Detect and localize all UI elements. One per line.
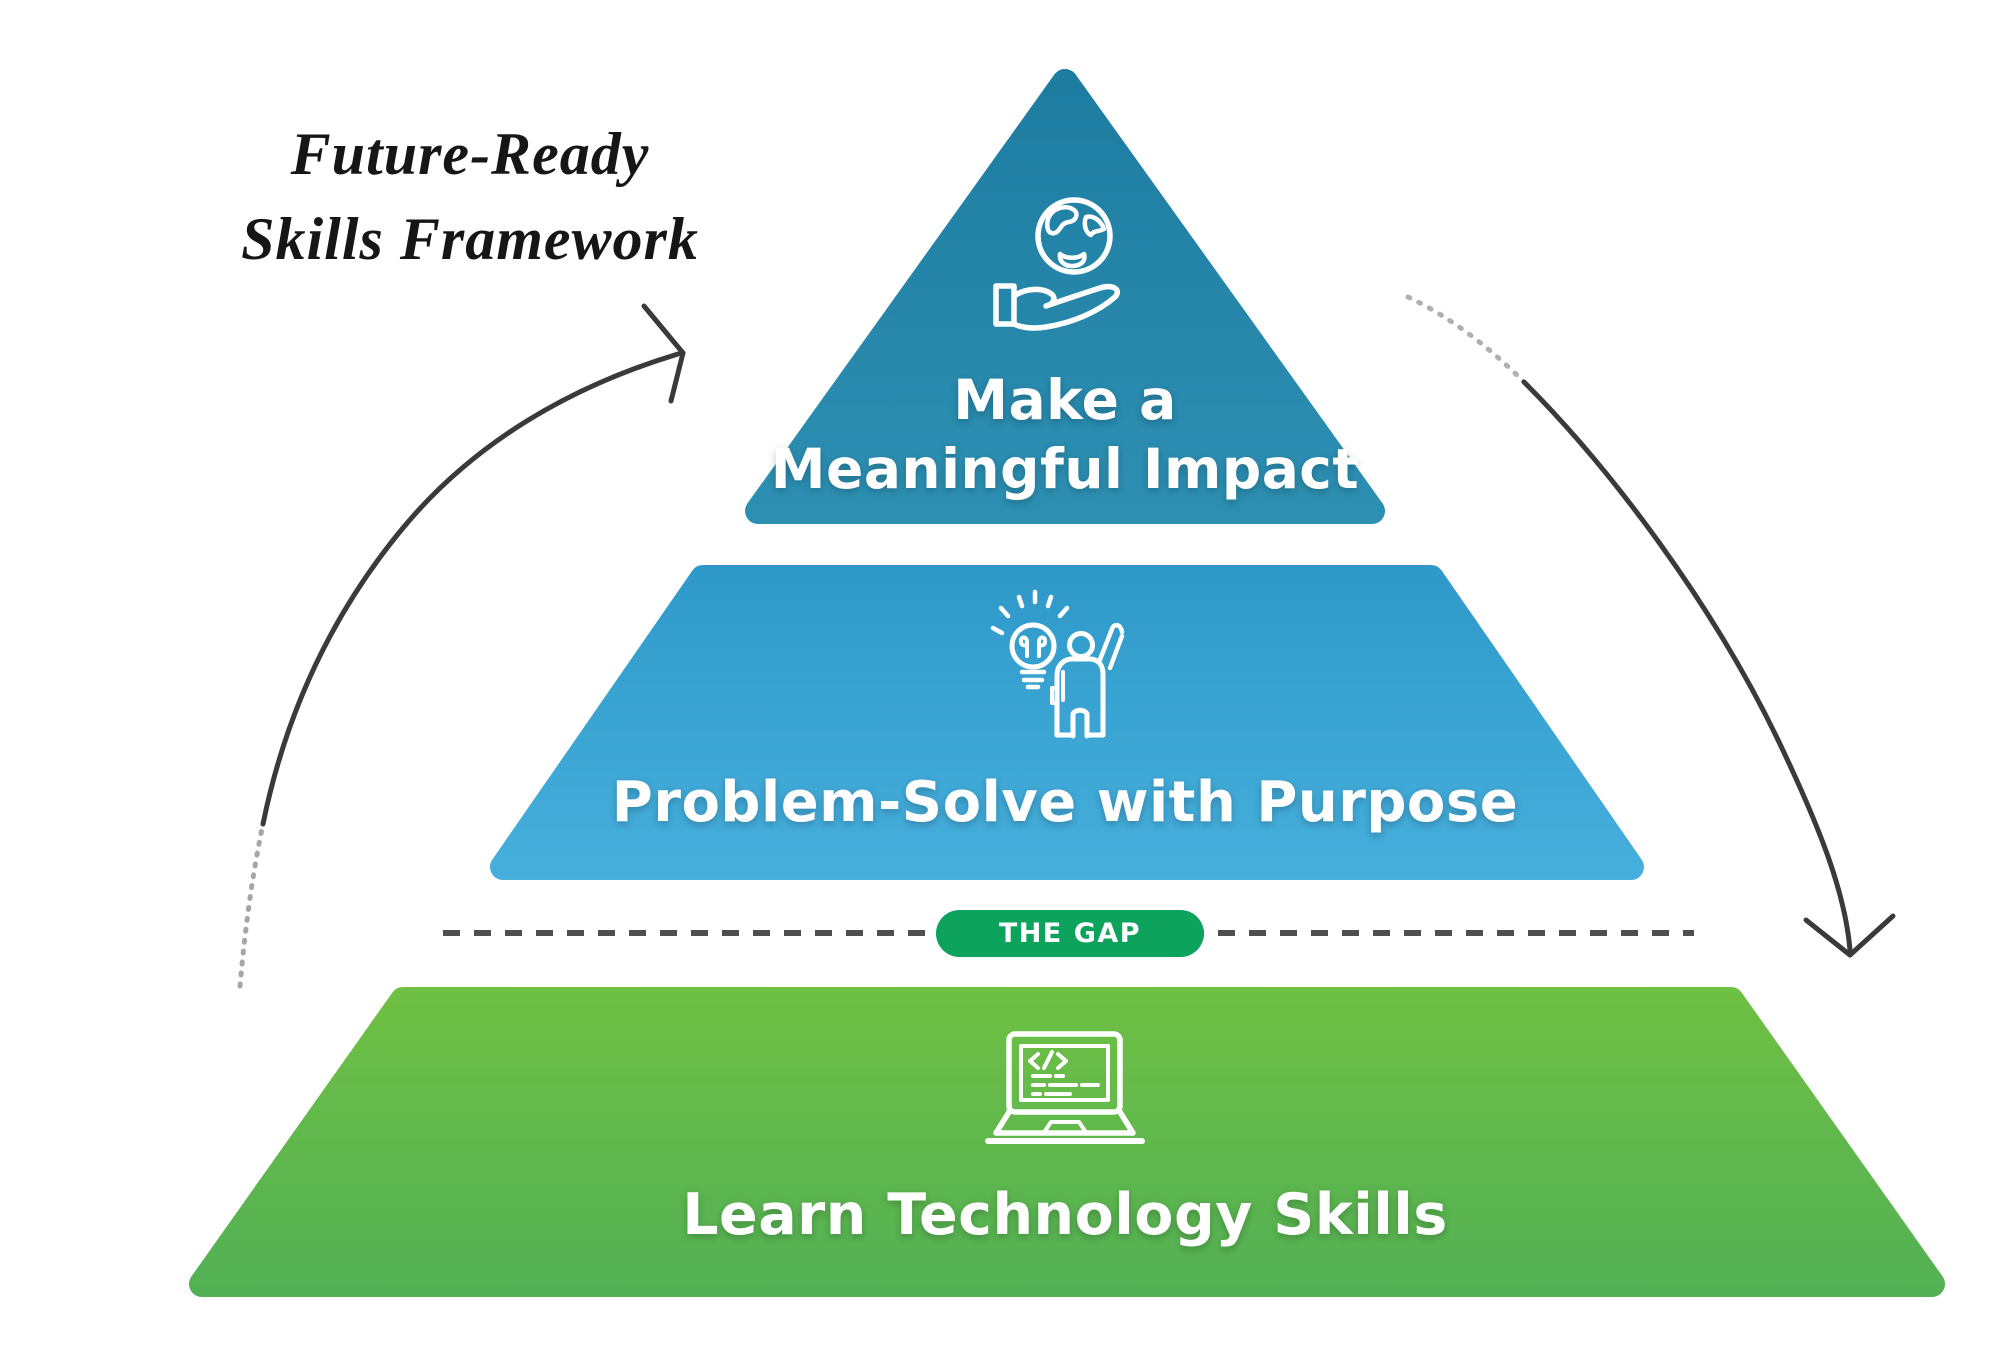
person-raised-arm bbox=[1096, 622, 1125, 671]
globe-in-hand-icon bbox=[993, 197, 1121, 331]
tier-label-learn-technology-skills: Learn Technology Skills bbox=[682, 1182, 1448, 1248]
diagram-title: Future-Ready Skills Framework bbox=[190, 112, 750, 282]
right-arrow-fading-tail bbox=[1405, 294, 1527, 385]
tier1-label-line1: Make a bbox=[953, 368, 1177, 432]
left-arrowhead-upper-barb bbox=[641, 303, 686, 356]
globe-continent-bottom bbox=[1057, 251, 1087, 269]
tier-label-problem-solve-with-purpose: Problem-Solve with Purpose bbox=[611, 770, 1519, 835]
laptop-code-icon bbox=[985, 1031, 1145, 1144]
hand-palm bbox=[1011, 283, 1121, 331]
laptop-screen-outer bbox=[1006, 1031, 1123, 1115]
globe-continent-right bbox=[1082, 214, 1107, 238]
left-arrow-fading-tail bbox=[237, 821, 266, 989]
globe-circle bbox=[1035, 197, 1113, 275]
right-arrowhead-right-barb bbox=[1847, 913, 1896, 958]
lightbulb-filament-left bbox=[1018, 635, 1029, 658]
right-arrow-shaft bbox=[1521, 379, 1853, 953]
lightbulb-base bbox=[1019, 669, 1047, 690]
diagram-title-line1: Future-Ready bbox=[290, 121, 650, 187]
right-arrowhead-left-barb bbox=[1803, 917, 1853, 958]
person-side-arm bbox=[1050, 670, 1065, 705]
left-curved-arrow bbox=[237, 303, 686, 989]
code-lines bbox=[1031, 1074, 1100, 1096]
tier1-label-line2: Meaningful Impact bbox=[770, 437, 1360, 502]
left-arrowhead-lower-barb bbox=[668, 350, 686, 404]
tier-middle-trapezoid bbox=[490, 565, 1644, 880]
lightbulb-filament-right bbox=[1037, 635, 1048, 658]
gap-badge: THE GAP bbox=[936, 910, 1204, 957]
globe-continent-left bbox=[1045, 205, 1079, 236]
diagram-title-line2: Skills Framework bbox=[241, 206, 699, 273]
laptop-hinge-notch bbox=[1043, 1120, 1087, 1133]
tier-top-triangle bbox=[745, 69, 1385, 524]
tier-label-make-a-meaningful-impact: Make a Meaningful Impact bbox=[715, 366, 1415, 505]
right-curved-arrow bbox=[1405, 294, 1896, 958]
lightbulb-rays bbox=[990, 589, 1070, 636]
code-brackets-glyph bbox=[1028, 1050, 1068, 1070]
person-torso bbox=[1054, 656, 1106, 738]
gap-badge-label: THE GAP bbox=[998, 918, 1142, 949]
left-arrow-shaft bbox=[260, 351, 681, 827]
person-idea-icon bbox=[990, 589, 1125, 739]
laptop-base bbox=[993, 1109, 1136, 1136]
lightbulb-glass bbox=[1009, 622, 1057, 670]
laptop-screen-inner bbox=[1019, 1044, 1110, 1102]
person-legs bbox=[1054, 707, 1106, 739]
